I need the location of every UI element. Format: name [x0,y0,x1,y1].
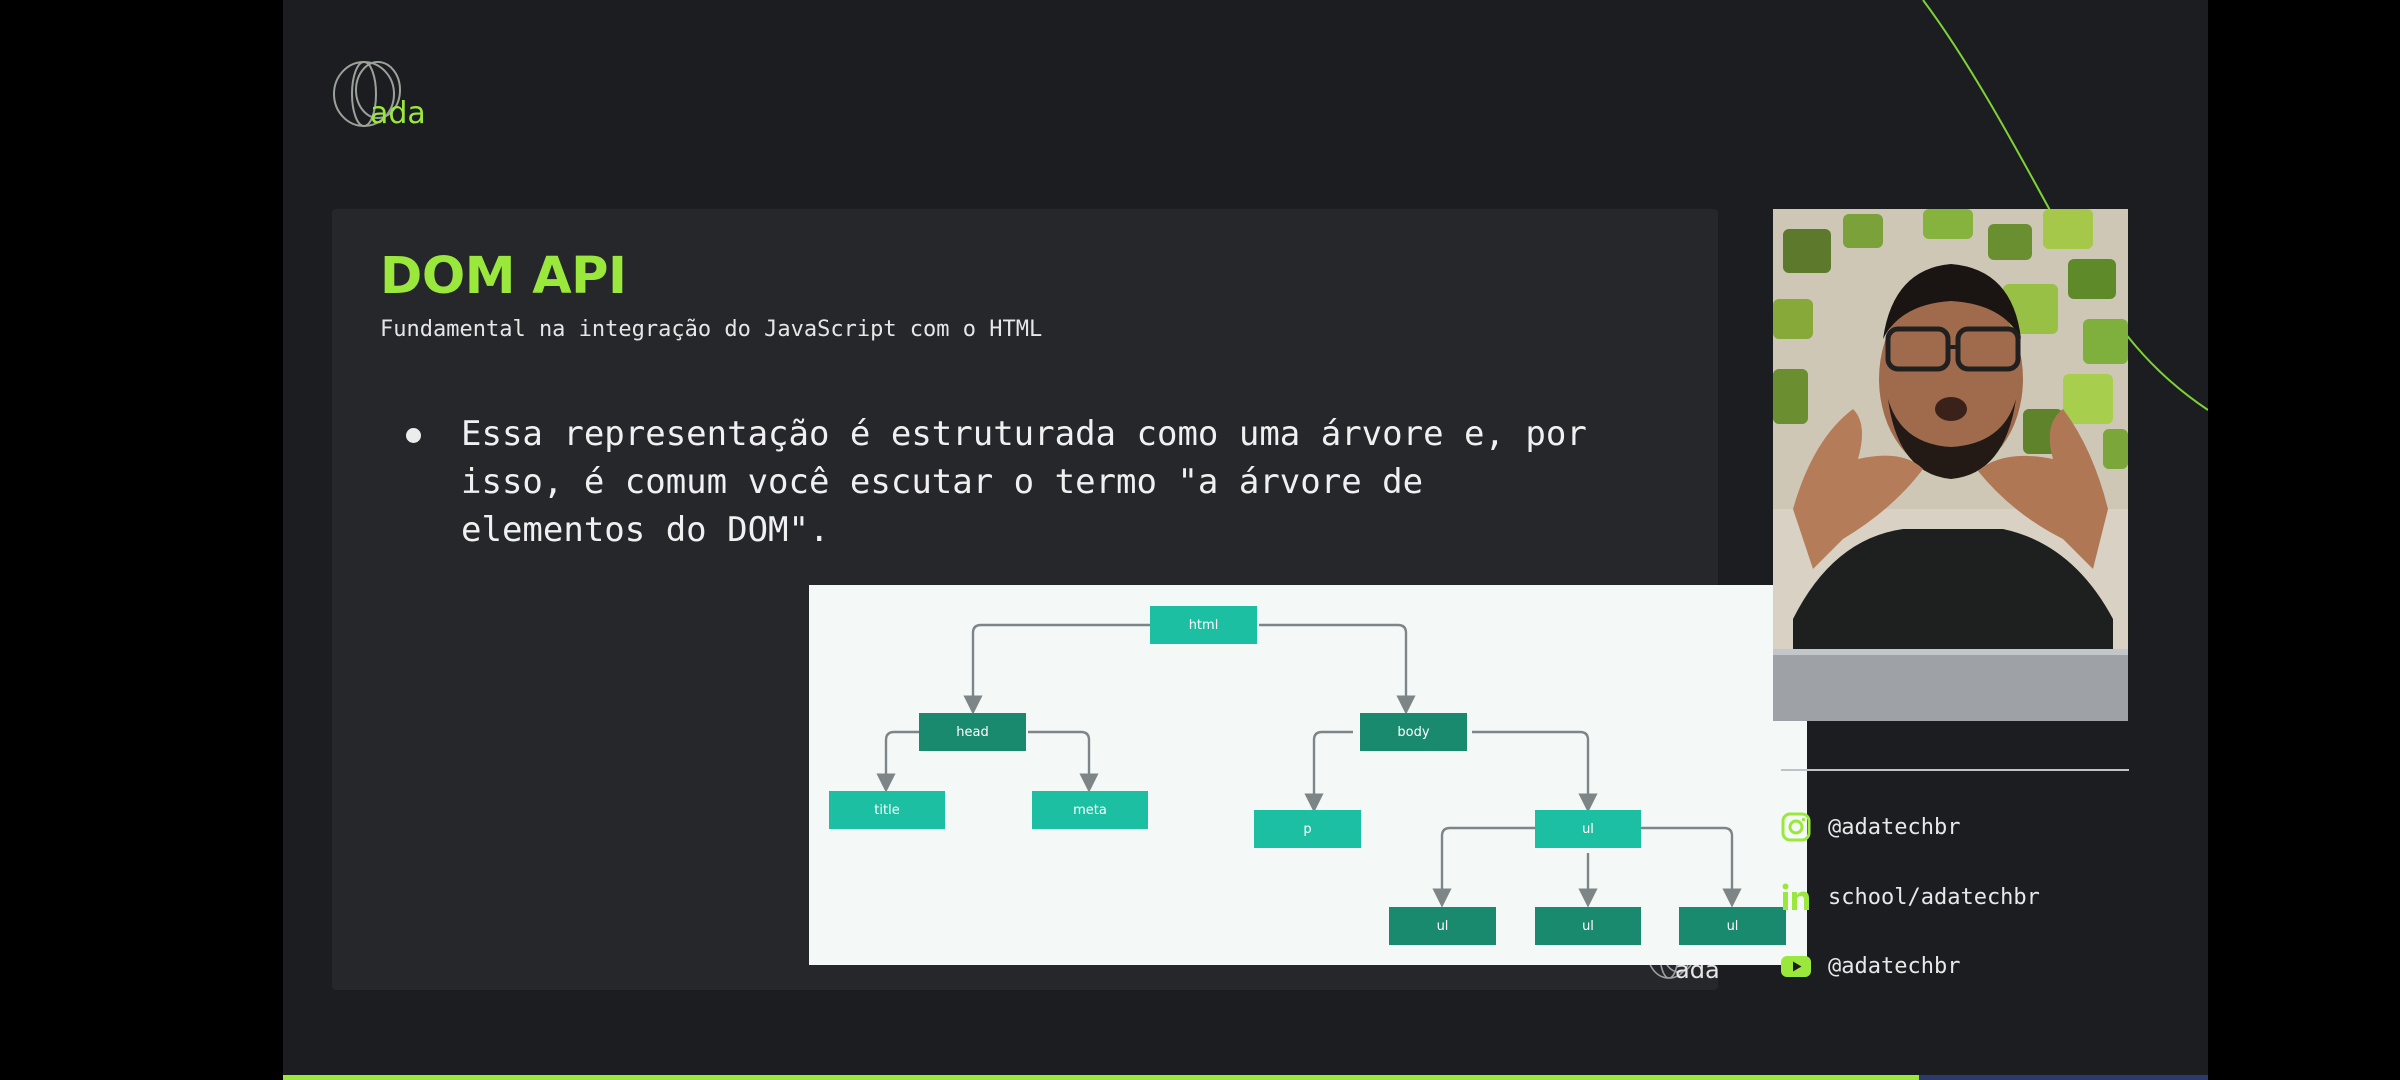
social-youtube[interactable]: @adatechbr [1780,950,1960,982]
edge-head-title [876,730,919,793]
dom-tree-diagram: html head body title meta p ul ul ul ul [809,585,1807,965]
social-instagram[interactable]: @adatechbr [1780,811,1960,843]
edge-ul-ul3 [1641,826,1742,908]
bullet-dot [406,428,421,443]
edge-html-head [963,623,1150,715]
edge-body-p [1304,730,1353,813]
edge-html-body [1259,623,1416,715]
bullet-line: elementos do DOM". [461,510,830,550]
video-progress-bar[interactable] [283,1075,2208,1080]
slide-title: DOM API [380,247,627,306]
dom-node-body: body [1360,713,1467,751]
edge-head-meta [1028,730,1099,793]
presenter-video [1773,209,2128,721]
edge-ul-ul1 [1432,826,1535,908]
dom-node-p: p [1254,810,1361,848]
dom-node-meta: meta [1032,791,1148,829]
slide-subtitle: Fundamental na integração do JavaScript … [380,317,1043,342]
dom-node-ul-child-3: ul [1679,907,1786,945]
instagram-icon [1781,812,1811,842]
divider-line [1781,769,2129,771]
social-instagram-handle: @adatechbr [1828,814,1961,840]
bullet-line: Essa representação é estruturada como um… [461,414,1587,454]
bullet-text: Essa representação é estruturada como um… [461,410,1661,554]
social-linkedin[interactable]: school/adatechbr [1780,881,2040,913]
linkedin-icon [1782,883,1809,910]
svg-text:ada: ada [370,96,426,130]
dom-node-html: html [1150,606,1257,644]
dom-tree-edges [876,623,1742,908]
ada-logo: ada [333,61,426,130]
social-linkedin-handle: school/adatechbr [1828,884,2040,910]
presenter-right-hand [1978,409,2108,569]
laptop-edge [1773,654,2128,721]
dom-node-ul: ul [1535,810,1641,848]
bullet-line: isso, é comum você escutar o termo "a ár… [461,462,1424,502]
dom-node-ul-child-1: ul [1389,907,1496,945]
edge-body-ul [1472,730,1598,813]
presenter-left-hand [1793,409,1923,569]
dom-node-ul-child-2: ul [1535,907,1641,945]
slide-stage: ada DOM API Fundamental na integração do… [283,0,2208,1080]
social-youtube-handle: @adatechbr [1828,953,1961,979]
video-progress-fill [283,1075,1920,1080]
dom-node-head: head [919,713,1026,751]
dom-node-title: title [829,791,945,829]
youtube-icon [1781,956,1811,977]
